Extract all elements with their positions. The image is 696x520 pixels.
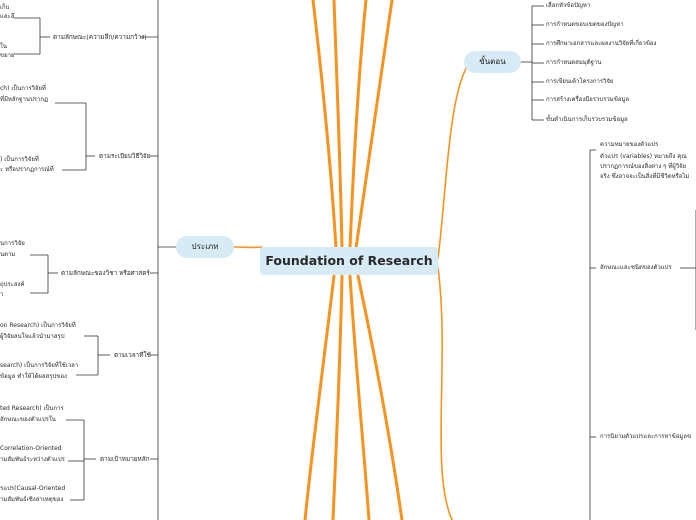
branch-up-3 — [348, 0, 368, 250]
variable-meaning-line: ตัวแปร (variables) หมายถึง คุณ — [600, 153, 687, 160]
type-detail-line: ข้อมูล ทำให้ได้ผลสรุปของ — [0, 373, 67, 380]
type-category-label[interactable]: ตามระเบียบวิธีวิจัย — [99, 152, 151, 160]
variables-connectors — [589, 149, 696, 520]
type-detail-line: on Research) เป็นการวิจัยที่ — [0, 322, 76, 329]
branch-down-4 — [356, 274, 404, 520]
type-detail-line: Correlation-Oriented — [0, 445, 62, 452]
branch-variables — [437, 267, 453, 520]
branch-up-2 — [332, 0, 344, 250]
central-topic-title: Foundation of Research — [265, 253, 433, 268]
type-detail-line: ลักษณะของตัวแปรใน — [0, 416, 56, 423]
type-detail-line: ted Research) เป็นการ — [0, 405, 64, 412]
variable-define-label[interactable]: การนิยามตัวแปรและการหาข้อมูลข — [600, 433, 692, 440]
type-detail-line: ถุประสงค์ — [0, 281, 25, 288]
type-detail-line: ามสัมพันธ์เชิงสาเหตุของ — [0, 496, 64, 503]
type-detail-line: นตาม — [0, 251, 16, 258]
steps-connectors — [521, 5, 544, 121]
topic-steps-label: ขั้นตอน — [479, 57, 506, 66]
type-detail-line: ะ หรือปรากฏการณ์ที่ — [0, 166, 54, 173]
variable-types-label[interactable]: ลักษณะและชนิดของตัวแปร — [600, 264, 672, 271]
type-detail-line: ขยาย — [0, 52, 15, 59]
type-detail-line: และลึ — [0, 13, 15, 20]
type-detail-line: ามสัมพันธ์ระหว่างตัวแปร — [0, 456, 65, 463]
type-detail-line: ch) เป็นการวิจัยที่ — [0, 85, 46, 92]
type-category-label[interactable]: ตามลักษณะของวิชา หรือศาสตร์ — [61, 269, 150, 277]
type-detail-line: นการวิจัย — [0, 240, 25, 247]
type-category-label[interactable]: ตามเวลาที่ใช้ — [114, 351, 151, 359]
type-detail-line: ำ — [0, 291, 4, 298]
topic-steps[interactable]: ขั้นตอน — [464, 51, 521, 73]
type-detail-line: ) เป็นการวิจัยที่ — [0, 156, 39, 163]
type-detail-line: ผู้วิจัยสนใจแล้วนำมาสรุป — [0, 333, 65, 340]
type-detail-line: ที่มีหลักฐานปรากฏ — [0, 96, 49, 103]
variable-meaning-line: ปรากฏการณ์ของสิ่งต่าง ๆ ที่ผู้วิจัย — [600, 163, 687, 170]
type-detail-line: ใน — [0, 43, 8, 50]
step-item[interactable]: การศึกษาเอกสารและผลงานวิจัยที่เกี่ยวข้อง — [546, 40, 657, 47]
type-detail-line: รแปร(Causal-Oriented — [0, 485, 66, 492]
step-item[interactable]: การสร้างเครื่องมือรวบรวมข้อมูล — [546, 96, 630, 103]
branch-down-1 — [303, 274, 336, 520]
step-item[interactable]: การกำหนดขอบเขตของปัญหา — [546, 21, 624, 28]
type-category-label[interactable]: ตามเป้าหมายหลัก — [100, 455, 150, 463]
step-item[interactable]: การกำหนดสมมุติฐาน — [546, 59, 602, 66]
type-detail-line: เก็บ — [0, 4, 10, 11]
variable-meaning-title[interactable]: ความหมายของตัวแปร — [600, 141, 659, 148]
branch-lines — [233, 0, 471, 520]
types-connectors — [14, 0, 176, 520]
topic-types-label: ประเภท — [191, 242, 219, 251]
step-item[interactable]: การเขียนเค้าโครงการวิจัย — [546, 78, 614, 85]
step-item[interactable]: เลือกหัวข้อปัญหา — [546, 2, 591, 9]
step-item[interactable]: ขั้นดำเนินการเก็บรวบรวมข้อมูล — [546, 116, 628, 123]
type-category-label[interactable]: ตามลักษณะ(ความลึก/ความกว้าง) — [53, 33, 147, 41]
type-detail-line: search) เป็นการวิจัยที่ใช้เวลา — [0, 362, 79, 369]
branch-steps — [437, 61, 471, 259]
branch-up-4 — [354, 0, 394, 250]
branch-down-2 — [331, 274, 344, 520]
branch-down-3 — [348, 274, 371, 520]
central-topic[interactable]: Foundation of Research — [260, 247, 438, 275]
branch-up-1 — [311, 0, 338, 250]
variable-meaning-line: จริง ซึ่งอาจจะเป็นสิ่งที่มีชีวิตหรือไม่ — [600, 173, 690, 180]
topic-types[interactable]: ประเภท — [176, 236, 234, 258]
